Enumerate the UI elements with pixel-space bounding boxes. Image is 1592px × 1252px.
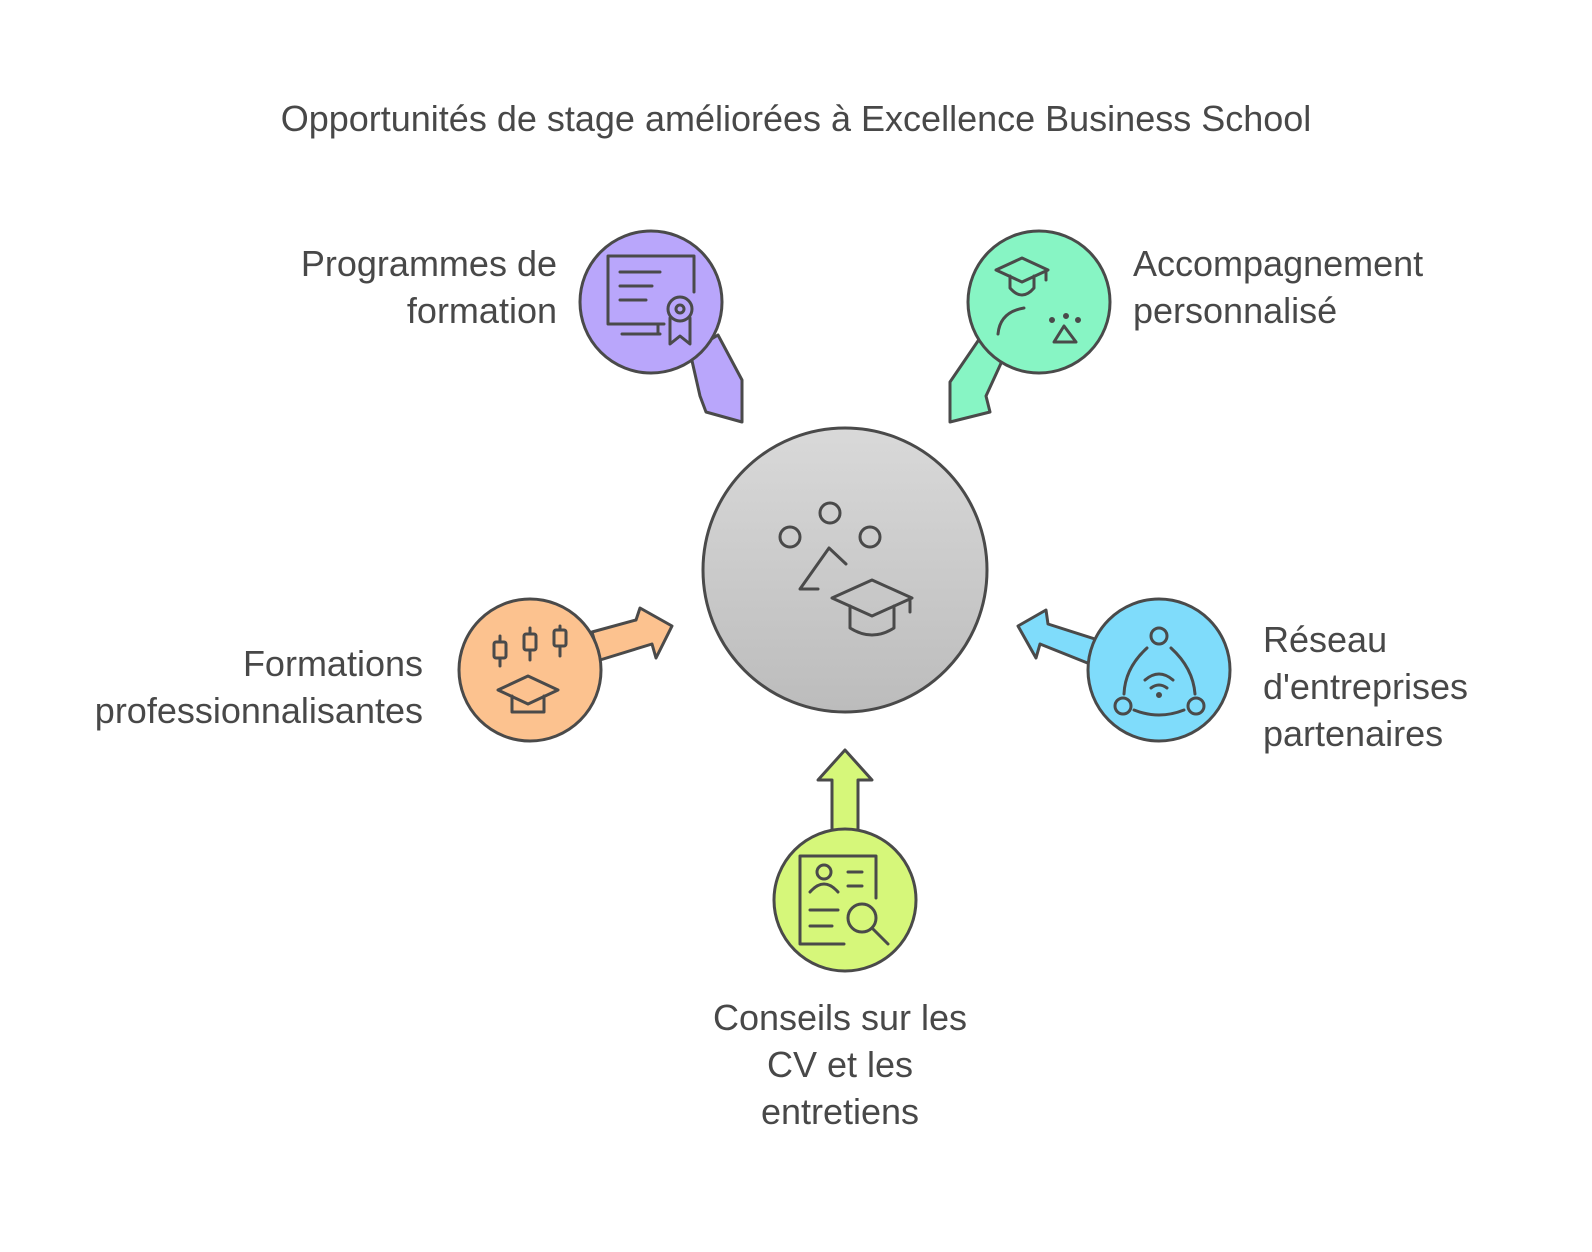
- chart-graduation-cap-icon: [492, 624, 568, 714]
- label-training-programs: Programmes de formation: [301, 240, 557, 334]
- node-circle-personal-support: [966, 229, 1112, 375]
- students-graduation-cap-icon: [778, 501, 914, 637]
- node-circle-cv-interview-advice: [772, 827, 918, 973]
- label-line: formation: [406, 290, 557, 331]
- label-line: professionnalisantes: [94, 690, 423, 731]
- label-line: Programmes de: [300, 243, 557, 284]
- label-line: Formations: [242, 643, 423, 684]
- resume-search-icon: [798, 854, 890, 946]
- label-line: partenaires: [1263, 713, 1444, 754]
- label-line: d'entreprises: [1263, 666, 1468, 707]
- node-circle-training-programs: [578, 229, 724, 375]
- diagram-title: Opportunités de stage améliorées à Excel…: [280, 98, 1312, 139]
- label-personal-support: Accompagnement personnalisé: [1133, 240, 1423, 334]
- center-circle: [701, 426, 989, 714]
- graduate-mentor-icon: [994, 256, 1081, 344]
- label-line: Accompagnement: [1133, 243, 1424, 284]
- network-wifi-icon: [1113, 626, 1206, 717]
- label-professional-courses: Formations professionnalisantes: [95, 640, 423, 734]
- node-circle-professional-courses: [457, 597, 603, 743]
- arrow-cv-interview-advice: [816, 748, 874, 836]
- label-line: Conseils sur les: [712, 997, 968, 1038]
- label-line: Réseau: [1263, 619, 1388, 660]
- node-circle-partner-network: [1086, 597, 1232, 743]
- arrow-professional-courses: [590, 606, 674, 662]
- arrow-training-programs: [688, 333, 744, 424]
- certificate-monitor-icon: [606, 254, 696, 346]
- label-line: CV et les: [766, 1044, 914, 1085]
- label-line: personnalisé: [1133, 290, 1338, 331]
- label-line: entretiens: [760, 1091, 920, 1132]
- label-cv-interview-advice: Conseils sur les CV et les entretiens: [640, 994, 1040, 1135]
- arrow-partner-network: [1016, 608, 1100, 666]
- label-partner-network: Réseau d'entreprises partenaires: [1263, 616, 1468, 757]
